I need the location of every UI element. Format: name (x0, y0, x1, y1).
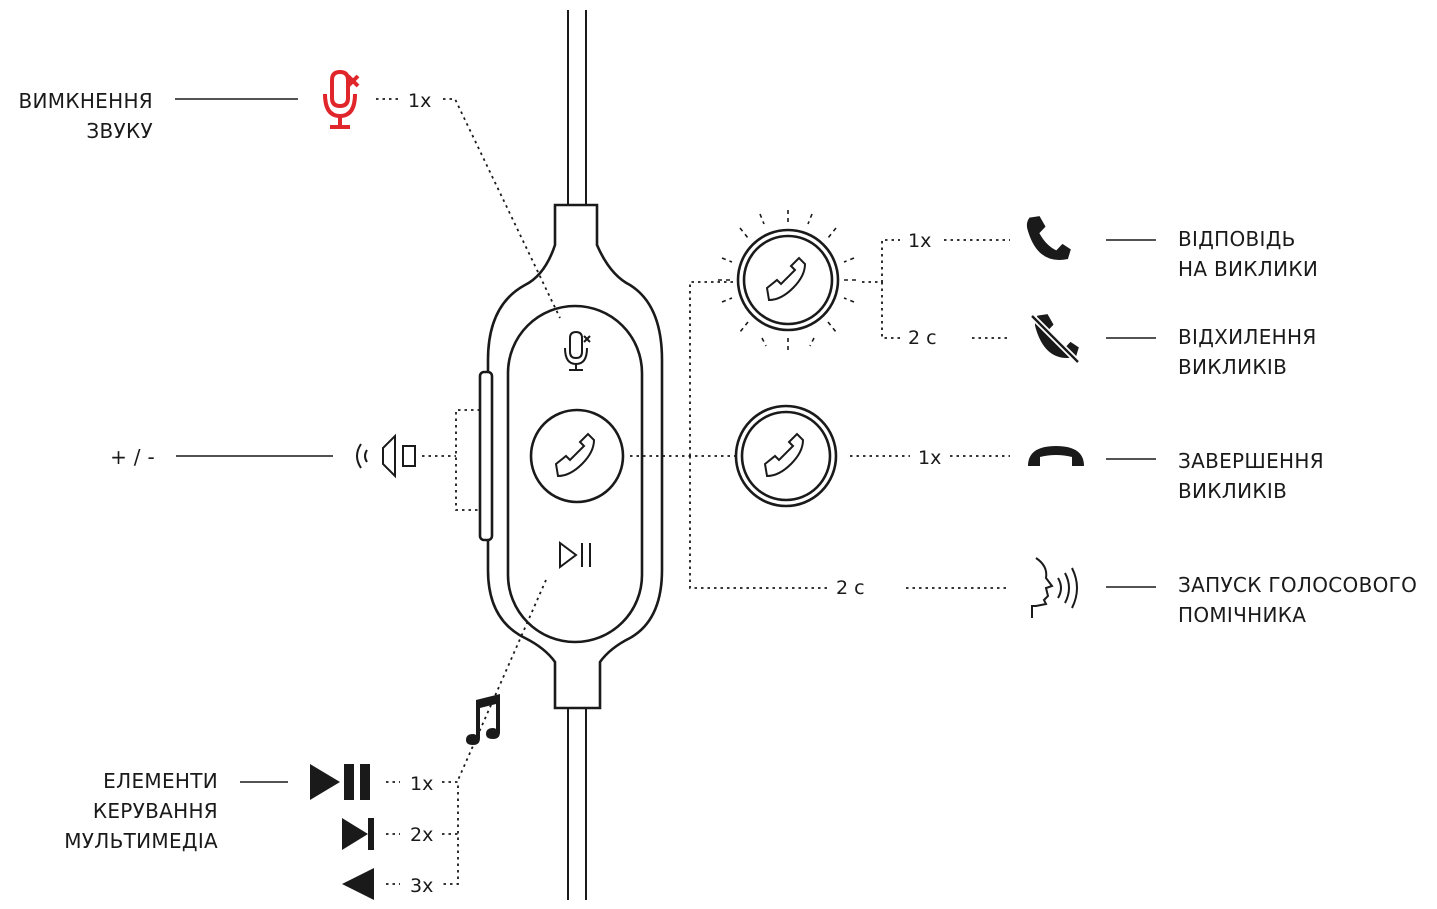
media-label-line1: ЕЛЕМЕНТИ (103, 769, 218, 793)
play-pause-count: 1x (410, 773, 433, 795)
phone-reject-icon (1029, 313, 1081, 365)
speaker-icon (356, 433, 416, 479)
call-connectors (630, 239, 900, 589)
mic-muted-icon (323, 69, 360, 129)
reject-count: 2 с (908, 327, 937, 349)
assistant-callout: 2 с ЗАПУСК ГОЛОСОВОГО ПОМІЧНИКА (836, 557, 1417, 627)
assistant-label-line1: ЗАПУСК ГОЛОСОВОГО (1178, 573, 1417, 597)
media-callout: ЕЛЕМЕНТИ КЕРУВАННЯ МУЛЬТИМЕДІА 1x 2x 3x (64, 579, 547, 900)
inline-remote (478, 203, 664, 710)
next-track-icon (342, 818, 374, 850)
answer-label-line1: ВІДПОВІДЬ (1178, 227, 1296, 251)
music-note-icon (466, 694, 500, 745)
previous-count: 3x (410, 875, 433, 897)
mute-callout: ВИМКНЕННЯ ЗВУКУ 1x (19, 69, 561, 319)
cable (567, 10, 587, 900)
mute-label-line2: ЗВУКУ (86, 119, 153, 143)
end-count: 1x (918, 447, 941, 469)
assistant-label-line2: ПОМІЧНИКА (1178, 603, 1306, 627)
play-pause-icon (310, 764, 370, 800)
reject-label-line2: ВИКЛИКІВ (1178, 355, 1287, 379)
answer-callout: 1x ВІДПОВІДЬ НА ВИКЛИКИ (908, 216, 1318, 281)
end-call-callout: 1x ЗАВЕРШЕННЯ ВИКЛИКІВ (850, 446, 1324, 503)
answer-count: 1x (908, 230, 931, 252)
volume-label: + / - (110, 445, 155, 469)
end-label-line2: ВИКЛИКІВ (1178, 479, 1287, 503)
remote-play-pause-icon[interactable] (559, 541, 591, 569)
previous-track-icon (342, 868, 374, 900)
media-label-line3: МУЛЬТИМЕДІА (64, 829, 218, 853)
phone-answer-icon (1026, 216, 1071, 260)
media-label-line2: КЕРУВАННЯ (93, 799, 218, 823)
voice-assistant-icon (1031, 557, 1078, 618)
reject-callout: 2 с ВІДХИЛЕННЯ ВИКЛИКІВ (908, 313, 1317, 379)
volume-callout: + / - (110, 409, 480, 511)
active-call-button (734, 404, 838, 508)
remote-call-button[interactable] (529, 408, 625, 504)
assistant-count: 2 с (836, 577, 865, 599)
answer-label-line2: НА ВИКЛИКИ (1178, 257, 1318, 281)
remote-mute-icon[interactable] (564, 330, 591, 371)
reject-label-line1: ВІДХИЛЕННЯ (1178, 325, 1317, 349)
phone-hangup-icon (1028, 446, 1084, 466)
next-count: 2x (410, 824, 433, 846)
mute-count: 1x (408, 90, 431, 112)
end-label-line1: ЗАВЕРШЕННЯ (1178, 449, 1324, 473)
ringing-call-button (718, 210, 858, 352)
mute-label-line1: ВИМКНЕННЯ (19, 89, 154, 113)
